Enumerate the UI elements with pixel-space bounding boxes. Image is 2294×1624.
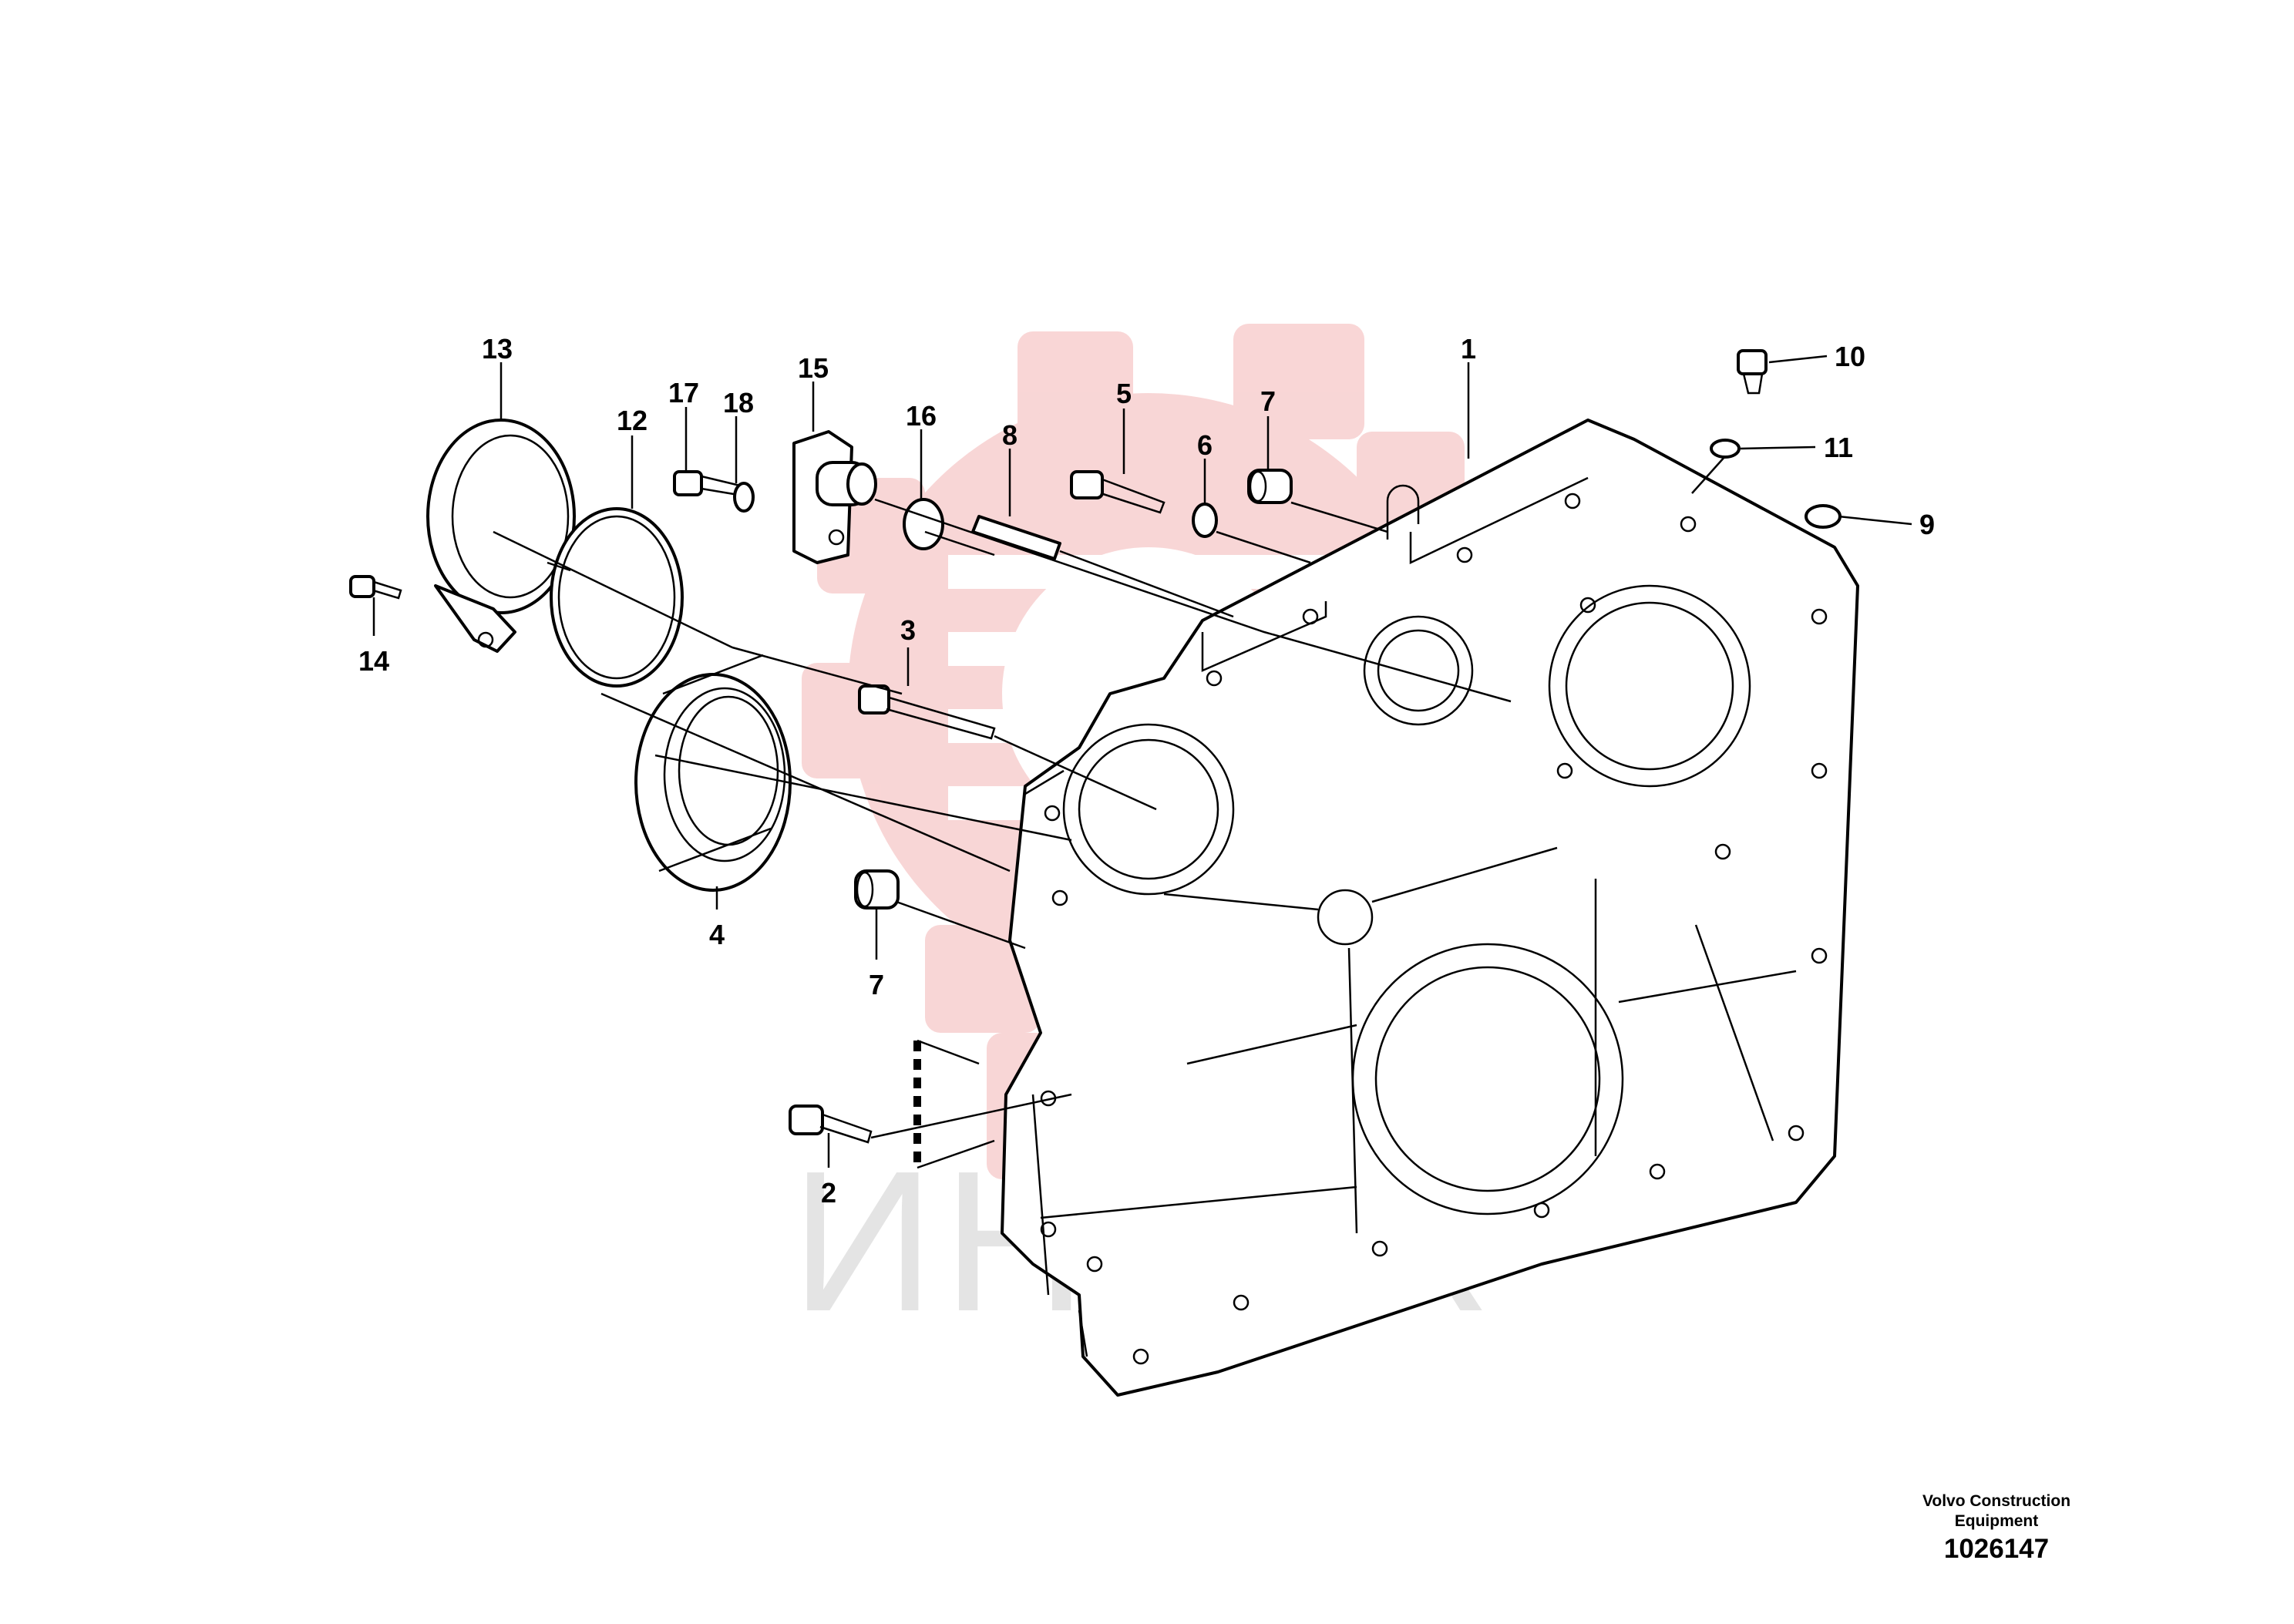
callout-8: 8 [1002,419,1018,451]
callout-10: 10 [1835,341,1865,372]
callout-1: 1 [1461,333,1476,365]
credit-line-2: Equipment [1954,1512,2039,1530]
sleeve-part-7-lower [854,869,900,910]
callout-6: 6 [1197,429,1213,461]
washer-part-18 [733,482,755,513]
sleeve-part-7-upper [1247,469,1293,504]
callout-12: 12 [617,405,648,436]
leader-lines [372,355,1912,1168]
drawing-number: 1026147 [1943,1534,2050,1564]
oil-seal-part-4 [634,654,792,892]
callout-7-lower: 7 [869,969,884,1000]
gasket-marker [913,1039,995,1169]
callout-13: 13 [482,333,513,365]
callout-7-upper: 7 [1260,385,1276,417]
callout-18: 18 [723,387,754,419]
o-ring-part-12 [550,507,684,688]
washer-part-6 [1192,503,1218,538]
washer-part-11 [1710,439,1741,459]
callout-14: 14 [358,645,389,677]
seal-cover-part-13 [426,419,576,653]
bolt-part-2 [789,1105,873,1144]
callout-5: 5 [1116,378,1132,409]
callout-15: 15 [798,352,829,384]
manufacturer-credit: Volvo Construction Equipment [1835,1491,2158,1532]
callout-labels: 1 2 3 4 5 6 7 7 8 9 10 11 12 13 14 15 16… [358,333,1935,1209]
callout-9: 9 [1919,509,1935,540]
small-o-ring-part-16 [903,498,944,550]
bolt-part-5 [1070,470,1166,514]
plug-part-9 [1805,504,1842,529]
timing-gear-housing [1001,419,1859,1397]
callout-3: 3 [900,614,916,646]
callout-2: 2 [821,1177,836,1209]
callout-16: 16 [906,400,937,432]
callout-11: 11 [1824,432,1853,463]
callout-17: 17 [668,377,699,409]
stud-part-8 [971,515,1061,560]
bolt-part-17 [673,470,742,496]
plug-part-10 [1737,349,1768,395]
callout-4: 4 [709,919,725,950]
sensor-bracket-part-15 [792,430,877,564]
credit-line-1: Volvo Construction [1922,1492,2071,1510]
bolt-part-14 [349,575,402,600]
